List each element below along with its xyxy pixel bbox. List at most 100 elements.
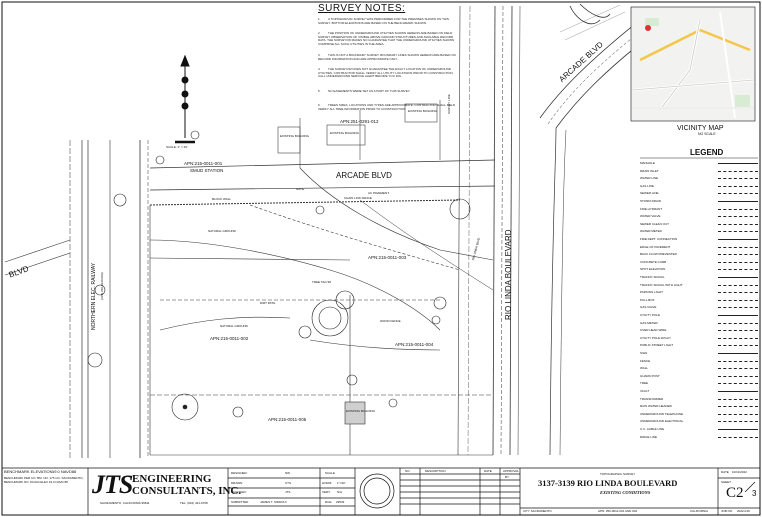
legend-item-symbol — [718, 201, 758, 202]
legend-item-label: EDGE OF PAVEMENT — [640, 244, 671, 249]
company-name-line2: CONSULTANTS, INC. — [132, 485, 242, 497]
legend-item-symbol — [718, 178, 758, 180]
legend-item: TRAFFIC SIGNAL — [640, 274, 760, 282]
legend-item: C.C. CABLE LINE — [640, 426, 760, 434]
legend-item: UTILITY POLE W/GUY — [640, 335, 760, 343]
legend-item-symbol — [718, 193, 758, 195]
vicinity-map — [630, 6, 756, 122]
survey-note: 6.TREES SIZES, LOCATIONS AND TYPES ARE A… — [318, 103, 458, 111]
survey-note-text: THE POSITION OF UNDERGROUND UTILITIES SH… — [318, 31, 455, 46]
submitted-value: JAMES T. SIDDOUI — [260, 500, 287, 504]
legend-item: WALL — [640, 365, 760, 373]
legend-item-label: PUBLIC STREET LIGHT — [640, 343, 674, 348]
shrub-hatch — [559, 4, 626, 41]
scale-vert-value: N/A — [337, 490, 343, 494]
apn-004-label: APN:215-0011-004 — [395, 342, 434, 347]
legend-item-label: MANHOLE — [640, 161, 655, 165]
topographic-survey-label: TOPOGRAPHIC SURVEY — [600, 472, 636, 476]
survey-note: 2.THE POSITION OF UNDERGROUND UTILITIES … — [318, 31, 458, 46]
existing-conditions-label: EXISTING CONDITIONS — [600, 490, 651, 495]
rio-linda-corridor — [457, 5, 567, 456]
apn-footer: APN: 250-0011-001 AND 002 — [598, 509, 638, 513]
legend-item-label: OVER HEAD WIRE — [640, 328, 667, 333]
legend-item-label: WATER LINE — [640, 176, 659, 181]
legend-item-label: GAS METER — [640, 320, 658, 325]
survey-note-number: 4. — [318, 67, 321, 71]
revision-by-header: BY — [505, 475, 510, 479]
project-title: 3137-3139 RIO LINDA BOULEVARD — [538, 478, 678, 488]
scale-horiz-value: 1"=40' — [337, 481, 346, 485]
legend-item: SEWER LINE — [640, 190, 760, 198]
legend-item-label: WALL — [640, 366, 649, 371]
legend-item-label: UTILITY POLE W/GUY — [640, 335, 671, 340]
legend-item-label: PULL BOX — [640, 297, 655, 302]
legend-item: UNDERGROUND TELEPHONE — [640, 411, 760, 419]
legend-item-symbol — [718, 315, 758, 316]
gate-label: GATE — [296, 187, 304, 191]
apn-002-label: APN:215-0011-002 — [210, 336, 249, 341]
legend-item: PARKING LIGHT — [640, 289, 760, 297]
legend-item: DRAIN INLET — [640, 168, 760, 176]
legend-item-label: TRAFFIC SIGNAL WITH LIGHT — [640, 282, 683, 287]
legend-item-label: TRANSFORMER — [640, 396, 664, 401]
sheet-total: 3 — [752, 489, 757, 498]
wood-fence-label: WOOD FENCE — [380, 319, 401, 323]
legend-item: WATER METER — [640, 228, 760, 236]
company-address: SACRAMENTO, CALIFORNIA 95811 — [100, 501, 150, 505]
existing-building-label-4: EXISTING BUILDING — [346, 409, 376, 413]
legend-item: UNDERGROUND ELECTRICAL — [640, 418, 760, 426]
survey-note-number: 3. — [318, 53, 321, 57]
legend-item-label: DRAIN INLET — [640, 168, 659, 173]
legend-item-symbol — [718, 436, 758, 438]
legend-item: GAS VALVE — [640, 304, 760, 312]
legend-item-label: GAS VALVE — [640, 305, 657, 310]
legend-title: LEGEND — [690, 148, 724, 157]
plan-scale-text: SCALE: 1" = 40' — [166, 145, 188, 149]
legend-item: WATER LINE — [640, 175, 760, 183]
existing-building-label-1: EXISTING BUILDING — [280, 134, 310, 138]
legend-item-label: FIRE HYDRANT — [640, 206, 663, 211]
legend-item: RAIN WATER HEADER — [640, 403, 760, 411]
designed-label: DESIGNED: — [231, 471, 248, 475]
legend-item-symbol — [718, 216, 758, 218]
survey-note-text: TREES SIZES, LOCATIONS AND TYPES ARE APP… — [318, 103, 456, 111]
company-logo: JTS — [92, 470, 133, 499]
legend-item-label: BACK FLOW PREVENTER — [640, 252, 677, 257]
legend-item-label: CONCRETE CURB — [640, 259, 667, 264]
legend-item-label: STORM DRAIN — [640, 199, 661, 203]
legend-item: RIDGE LINE — [640, 434, 760, 442]
legend-item-label: RAIN WATER HEADER — [640, 404, 672, 409]
survey-notes-title: SURVEY NOTES: — [318, 3, 406, 14]
smud-station-label: SMUD STATION — [190, 168, 224, 173]
legend-item-label: UNDERGROUND ELECTRICAL — [640, 419, 684, 424]
north-arrow — [175, 54, 195, 144]
legend-item: PUBLIC STREET LIGHT — [640, 342, 760, 350]
legend-item-label: WATER METER — [640, 229, 662, 234]
legend-item-symbol — [718, 391, 758, 392]
scale-label: SCALE — [325, 471, 335, 475]
legend-item: WATER VALVE — [640, 213, 760, 221]
legend-item-symbol — [718, 398, 758, 400]
legend-item-symbol — [718, 429, 758, 430]
legend-item-symbol — [718, 383, 758, 385]
legend-item-symbol — [718, 353, 758, 354]
survey-note: 1.A TOPOGRAPHIC SURVEY WAS PERFORMED FOR… — [318, 17, 458, 25]
existing-building-bottom — [344, 401, 366, 425]
apn-top-label: APN:251-0291-012 — [340, 119, 379, 124]
legend-item-symbol — [718, 307, 758, 309]
legend-item-symbol — [718, 368, 758, 370]
legend-item-symbol — [718, 231, 758, 233]
legend-item: CONCRETE CURB — [640, 259, 760, 267]
rce-value: 29533 — [336, 500, 345, 504]
legend-item: FENCE — [640, 358, 760, 366]
tree-tag-label: TREE TAG 98 — [312, 280, 331, 284]
legend-item-symbol — [718, 239, 758, 240]
legend-item-symbol — [718, 337, 758, 339]
legend-item-label: WATER VALVE — [640, 214, 661, 219]
legend-item-symbol — [718, 375, 758, 377]
legend-item-label: SPOT ELEVATION — [640, 267, 666, 272]
legend-item: UTILITY POLE — [640, 312, 760, 320]
existing-building-label-2: EXISTING BUILDING — [330, 131, 360, 135]
trees — [87, 130, 471, 421]
